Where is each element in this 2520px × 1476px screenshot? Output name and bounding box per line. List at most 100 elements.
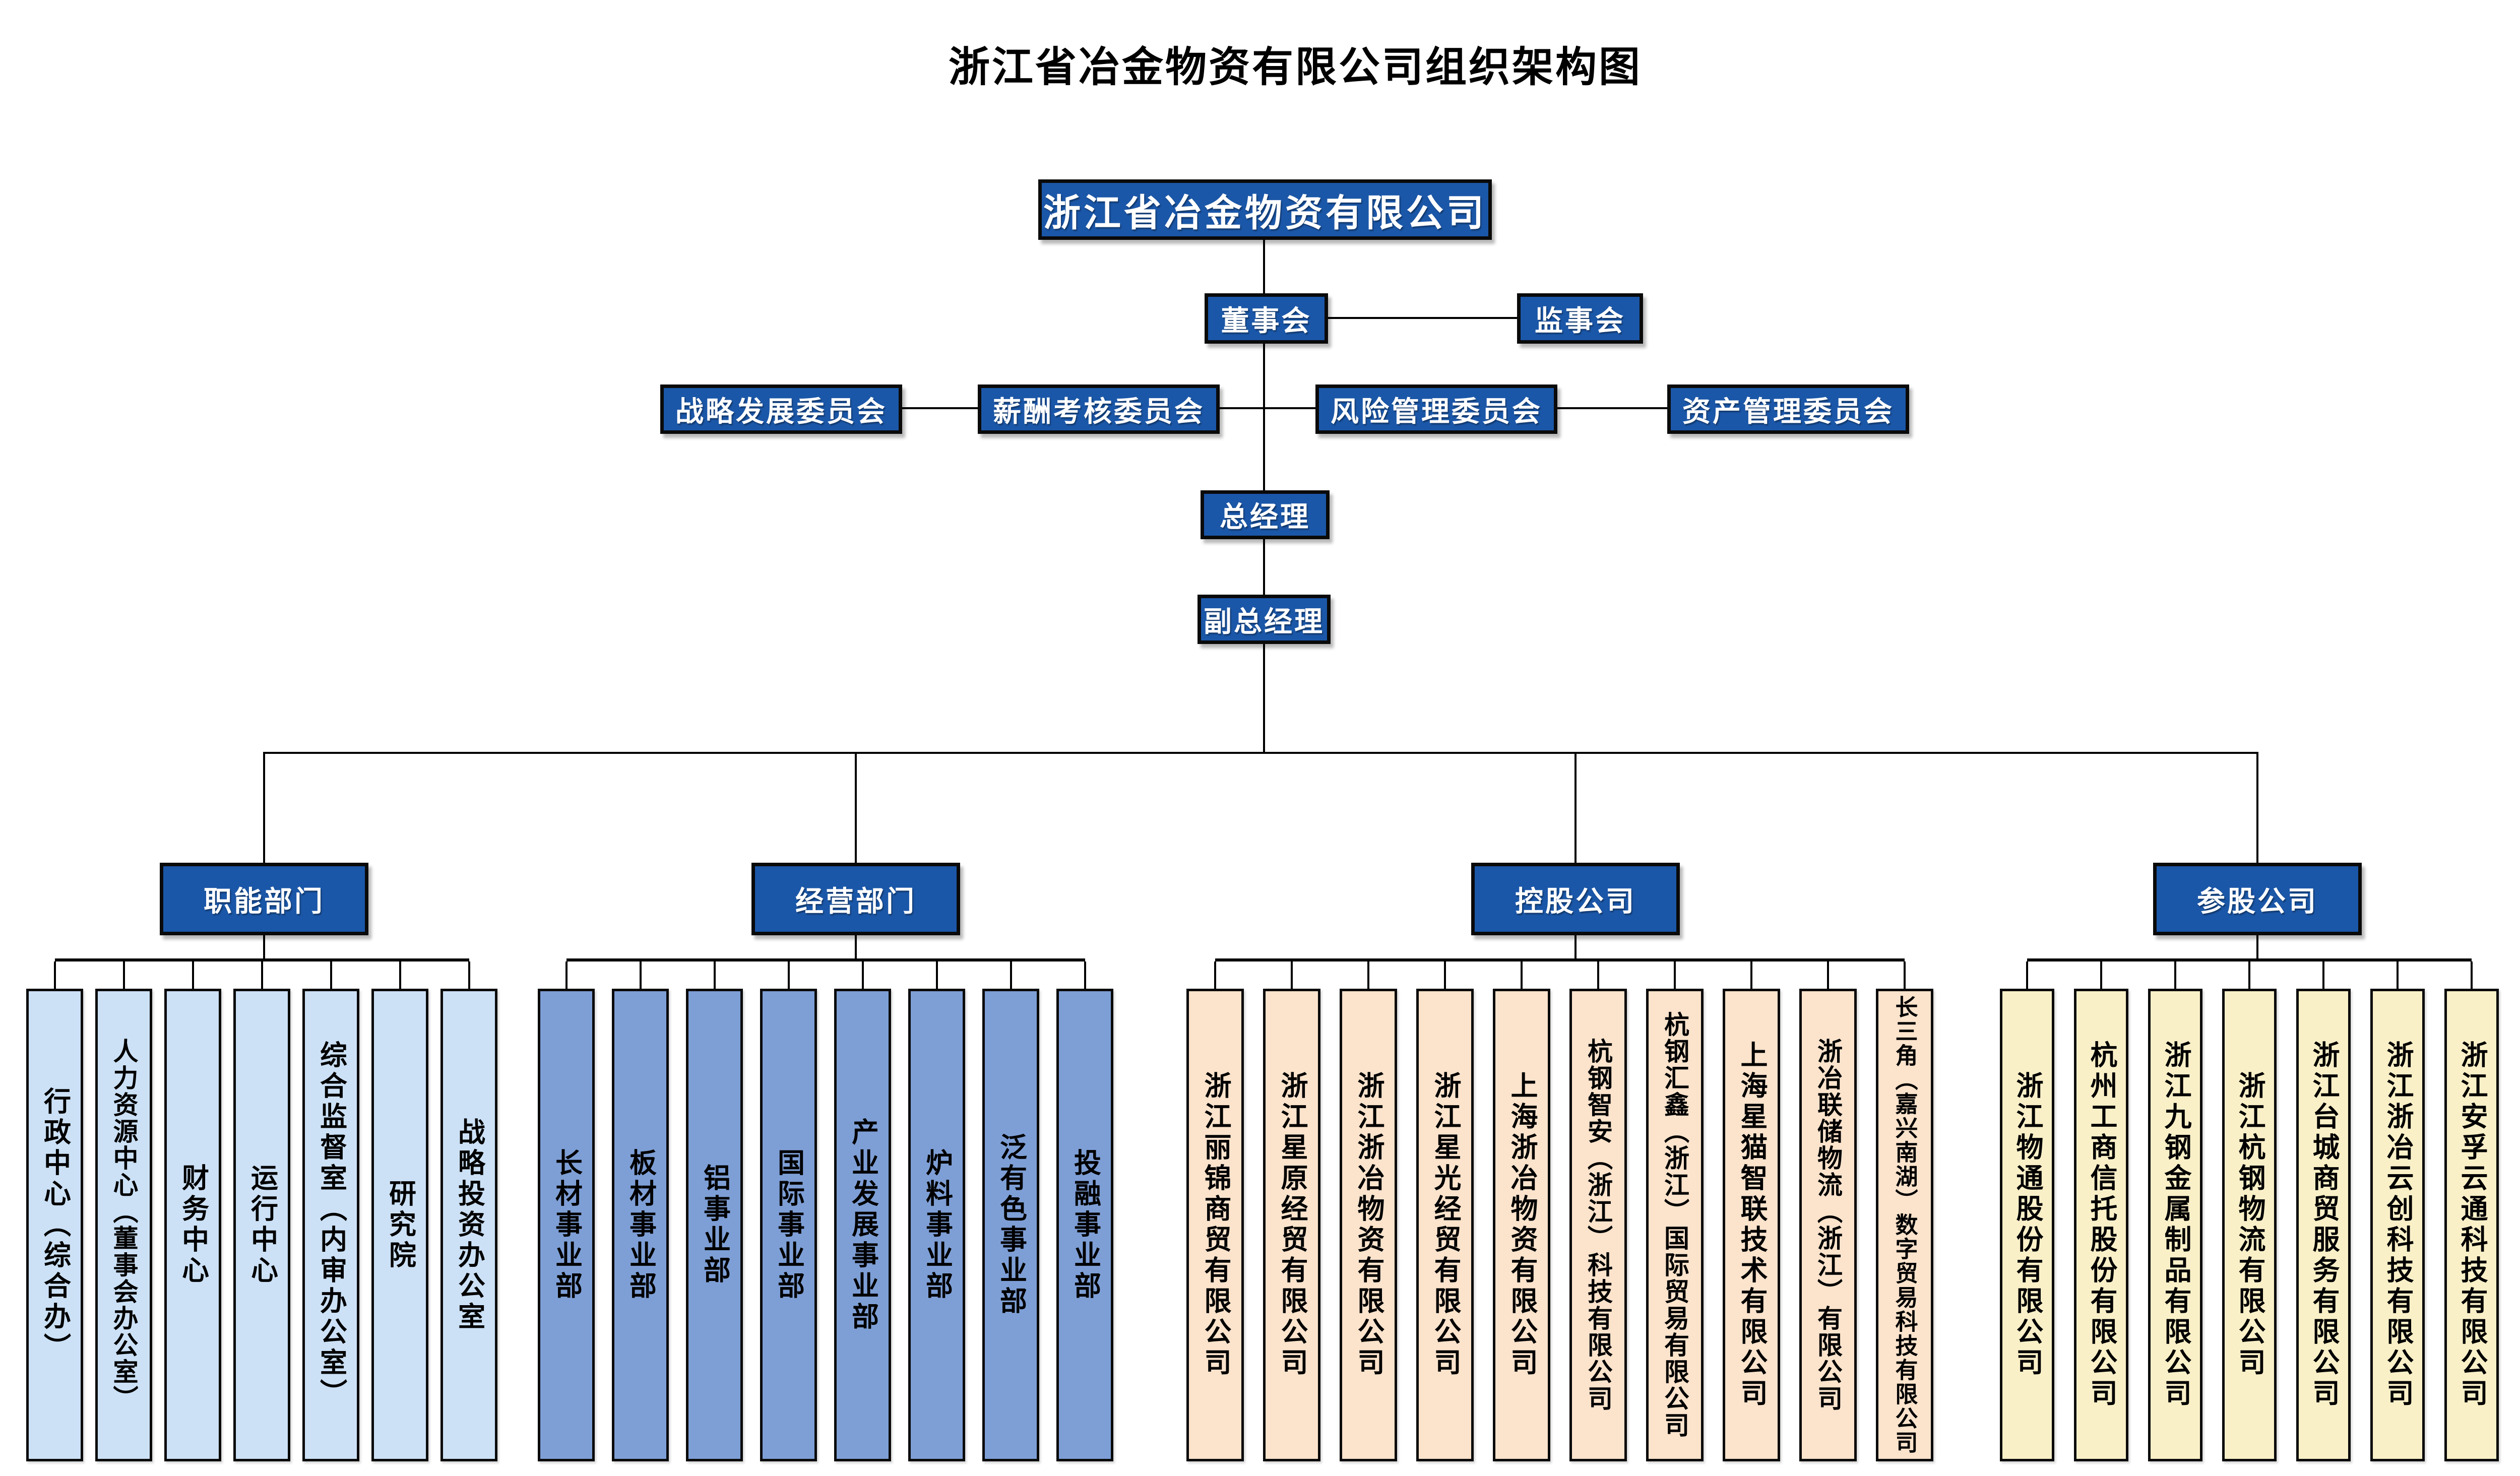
connector-tick-business-0 — [565, 961, 568, 989]
connector-tick-functional-5 — [399, 961, 401, 989]
connector-tick-business-7 — [1084, 961, 1086, 989]
org-column-holding-7: 上海星猫智联技术有限公司 — [1723, 989, 1780, 1461]
connector-drop-functional — [263, 753, 265, 864]
org-column-label-invested-1: 杭州工商信托股份有限公司 — [2086, 1041, 2117, 1409]
branch-header-invested: 参股公司 — [2153, 863, 2362, 935]
connector-tick-holding-0 — [1214, 961, 1216, 989]
connector-tick-invested-2 — [2174, 961, 2176, 989]
org-column-functional-1: 人力资源中心（董事会办公室） — [95, 989, 152, 1461]
connector-tick-invested-3 — [2248, 961, 2250, 989]
board-box: 董事会 — [1205, 293, 1328, 344]
connector-tick-holding-3 — [1444, 961, 1446, 989]
org-column-label-invested-5: 浙江浙冶云创科技有限公司 — [2382, 1041, 2414, 1409]
org-column-label-business-7: 投融事业部 — [1069, 1148, 1101, 1302]
connector-bus-holding — [1215, 958, 1905, 961]
connector-tick-business-1 — [639, 961, 642, 989]
connector-bus-invested — [2027, 958, 2472, 961]
org-column-business-7: 投融事业部 — [1056, 989, 1113, 1461]
org-column-label-invested-2: 浙江九钢金属制品有限公司 — [2160, 1041, 2191, 1409]
org-column-label-functional-2: 财务中心 — [177, 1164, 209, 1287]
board-label: 董事会 — [1221, 304, 1312, 338]
connector-tick-functional-0 — [53, 961, 56, 989]
branch-header-functional: 职能部门 — [160, 863, 368, 935]
org-column-label-holding-0: 浙江丽锦商贸有限公司 — [1200, 1071, 1231, 1379]
connector-tick-holding-7 — [1750, 961, 1752, 989]
connector-tick-business-5 — [935, 961, 938, 989]
org-column-holding-4: 上海浙冶物资有限公司 — [1493, 989, 1550, 1461]
org-column-label-holding-5: 杭钢智安（浙江）科技有限公司 — [1584, 1038, 1613, 1412]
connector-tick-business-2 — [713, 961, 716, 989]
org-column-business-0: 长材事业部 — [538, 989, 595, 1461]
connector-drop-invested — [2256, 753, 2258, 864]
connector-tick-holding-4 — [1521, 961, 1523, 989]
org-column-invested-4: 浙江台城商贸服务有限公司 — [2296, 989, 2351, 1461]
committee-strategy-label: 战略发展委员会 — [675, 395, 887, 428]
org-column-functional-0: 行政中心（综合办） — [26, 989, 83, 1461]
org-column-label-holding-8: 浙冶联储物流（浙江）有限公司 — [1813, 1038, 1843, 1412]
org-column-label-business-2: 铝事业部 — [699, 1164, 731, 1287]
org-column-label-holding-1: 浙江星原经贸有限公司 — [1276, 1071, 1308, 1379]
connector-tick-holding-8 — [1827, 961, 1829, 989]
connector-tick-functional-1 — [122, 961, 125, 989]
deputy-general-manager-label: 副总经理 — [1204, 605, 1325, 638]
org-column-business-6: 泛有色事业部 — [982, 989, 1039, 1461]
org-column-label-holding-4: 上海浙冶物资有限公司 — [1506, 1071, 1538, 1379]
org-column-business-5: 炉料事业部 — [908, 989, 965, 1461]
org-column-label-business-3: 国际事业部 — [773, 1148, 805, 1302]
connector-tick-functional-2 — [192, 961, 194, 989]
branch-header-holding: 控股公司 — [1471, 863, 1680, 935]
org-column-holding-6: 杭钢汇鑫（浙江）国际贸易有限公司 — [1646, 989, 1704, 1461]
connector-board-supervisory — [1328, 317, 1517, 319]
org-column-label-business-6: 泛有色事业部 — [995, 1133, 1027, 1317]
org-column-label-invested-4: 浙江台城商贸服务有限公司 — [2308, 1041, 2340, 1409]
committee-asset-label: 资产管理委员会 — [1682, 395, 1894, 428]
connector-tick-invested-5 — [2397, 961, 2399, 989]
connector-drop-business — [855, 753, 857, 864]
org-column-functional-5: 研究院 — [371, 989, 428, 1461]
committee-strategy-box: 战略发展委员会 — [660, 384, 902, 434]
general-manager-box: 总经理 — [1201, 490, 1330, 539]
org-column-label-business-0: 长材事业部 — [550, 1148, 583, 1302]
connector-committees — [902, 407, 1667, 409]
org-column-label-functional-4: 综合监督室（内审办公室） — [315, 1041, 347, 1409]
org-column-business-3: 国际事业部 — [760, 989, 817, 1461]
page-title: 浙江省冶金物资有限公司组织架构图 — [948, 43, 1642, 91]
committee-risk-box: 风险管理委员会 — [1315, 384, 1557, 434]
connector-tick-business-6 — [1010, 961, 1012, 989]
committee-asset-box: 资产管理委员会 — [1667, 384, 1909, 434]
supervisory-box: 监事会 — [1517, 293, 1643, 344]
branch-header-business-label: 经营部门 — [795, 885, 916, 918]
org-column-label-functional-0: 行政中心（综合办） — [39, 1086, 71, 1364]
connector-tick-functional-3 — [261, 961, 263, 989]
general-manager-label: 总经理 — [1220, 501, 1310, 534]
connector-tick-invested-4 — [2322, 961, 2324, 989]
org-column-business-2: 铝事业部 — [686, 989, 743, 1461]
org-column-functional-4: 综合监督室（内审办公室） — [302, 989, 359, 1461]
supervisory-label: 监事会 — [1535, 304, 1625, 338]
org-column-holding-9: 长三角（嘉兴南湖）数字贸易科技有限公司 — [1876, 989, 1933, 1461]
org-column-functional-3: 运行中心 — [233, 989, 290, 1461]
connector-branches-horizontal — [263, 752, 2258, 754]
root-company-label: 浙江省冶金物资有限公司 — [1043, 191, 1487, 235]
connector-tick-functional-6 — [468, 961, 470, 989]
org-column-label-holding-2: 浙江浙冶物资有限公司 — [1353, 1071, 1384, 1379]
committee-risk-label: 风险管理委员会 — [1331, 395, 1542, 428]
deputy-general-manager-box: 副总经理 — [1198, 595, 1331, 644]
org-column-business-1: 板材事业部 — [612, 989, 669, 1461]
org-column-holding-1: 浙江星原经贸有限公司 — [1263, 989, 1320, 1461]
connector-tick-business-4 — [861, 961, 864, 989]
org-column-label-functional-3: 运行中心 — [246, 1164, 278, 1287]
org-column-functional-6: 战略投资办公室 — [440, 989, 497, 1461]
connector-tick-invested-0 — [2026, 961, 2028, 989]
org-column-label-business-5: 炉料事业部 — [921, 1148, 953, 1302]
org-column-label-functional-5: 研究院 — [384, 1179, 416, 1271]
connector-tick-invested-6 — [2471, 961, 2473, 989]
connector-headerdrop-invested — [2256, 935, 2258, 958]
org-column-functional-2: 财务中心 — [164, 989, 221, 1461]
connector-tick-holding-9 — [1904, 961, 1906, 989]
root-company-box: 浙江省冶金物资有限公司 — [1038, 179, 1492, 240]
connector-tick-business-3 — [787, 961, 790, 989]
connector-tick-holding-6 — [1674, 961, 1676, 989]
org-column-label-holding-7: 上海星猫智联技术有限公司 — [1736, 1041, 1768, 1409]
